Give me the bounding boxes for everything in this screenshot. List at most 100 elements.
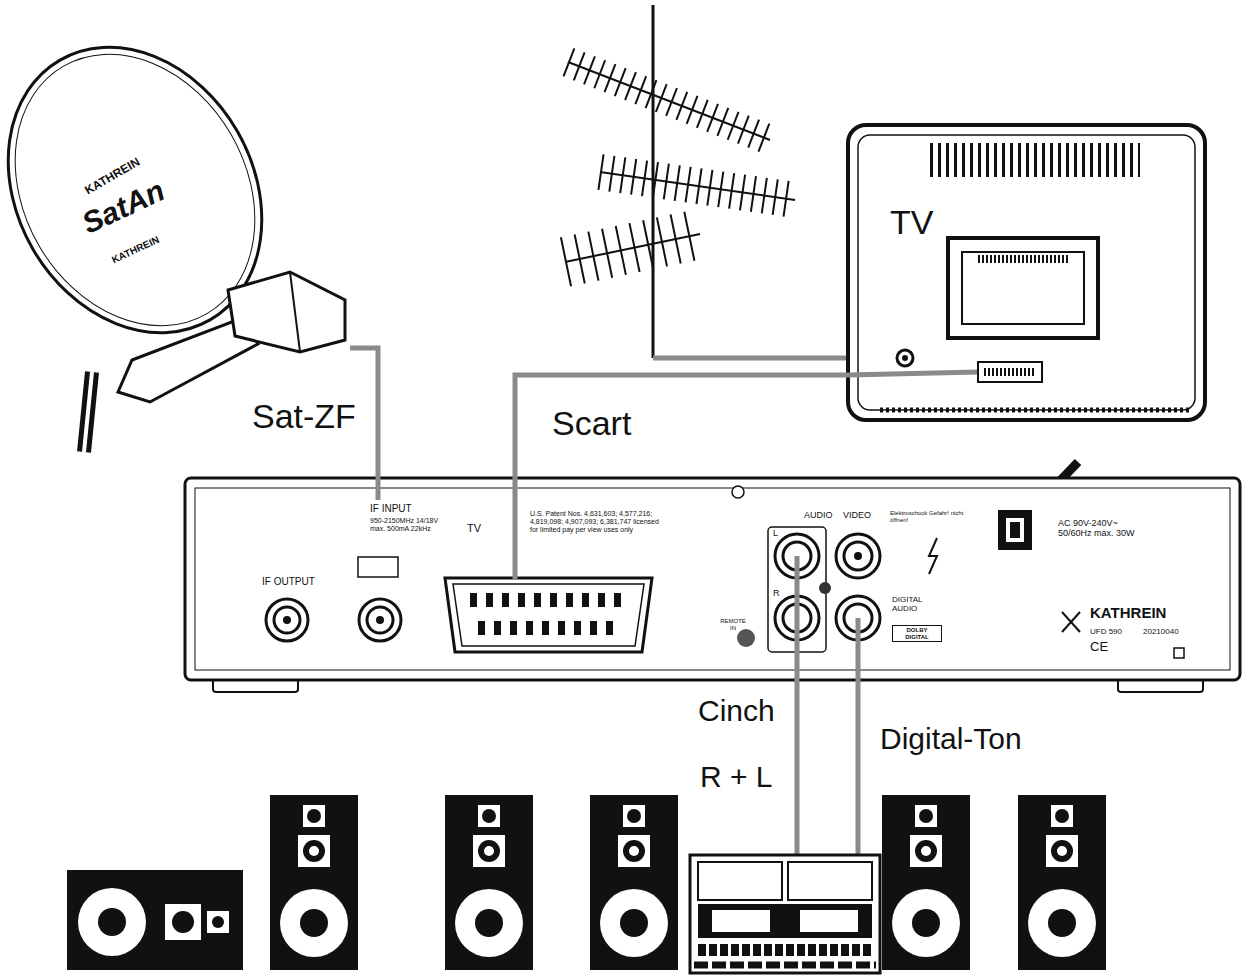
woofer	[78, 888, 146, 956]
power-socket-pins	[1010, 522, 1020, 538]
cassette-window	[712, 910, 770, 932]
tv-panel-vent	[978, 255, 1068, 263]
if-output-pin	[283, 616, 291, 624]
stereo-buttons	[698, 944, 872, 956]
port-label: IF INPUT	[370, 503, 412, 514]
tv-antenna-socket	[897, 350, 913, 366]
channel-label: L	[773, 528, 778, 538]
warning-note: Elektroschock Gefahr! nicht öffnen!	[890, 510, 972, 523]
port-label: DIGITAL AUDIO	[892, 596, 937, 614]
cassette-window	[800, 910, 858, 932]
receiver-panel: IF INPUT 950-2150MHz 14/18V max. 500mA 22…	[185, 478, 1240, 680]
tv-vent	[880, 408, 1190, 413]
power-socket	[998, 510, 1032, 550]
channel-label: R + L	[700, 760, 773, 793]
cinch-cable	[795, 556, 800, 858]
receiver-panel-edge	[195, 488, 1230, 670]
edge-label: Sat-ZF	[252, 398, 356, 435]
tv-rim	[858, 135, 1195, 410]
lightning-symbol	[929, 538, 937, 574]
remote-jack	[737, 629, 755, 647]
digital-audio-cable	[856, 618, 861, 858]
lnb-head	[228, 272, 345, 352]
antenna-mast	[652, 5, 655, 358]
yagi-elements	[600, 172, 795, 200]
brand-text: KATHREIN	[1090, 605, 1166, 622]
midrange	[172, 911, 194, 933]
receiver-notch	[732, 486, 744, 498]
tweeter-frame	[207, 911, 229, 933]
if-input-socket	[359, 599, 401, 641]
scart-pins	[470, 593, 630, 607]
port-label: AUDIO	[804, 510, 833, 520]
cable-label: Cinch	[698, 694, 775, 727]
power-socket-inner	[1006, 518, 1024, 542]
scart-cable-start	[513, 478, 518, 580]
speaker	[445, 795, 533, 970]
port-label: TV	[467, 522, 481, 534]
rca-socket	[836, 534, 880, 578]
center-speaker	[67, 870, 243, 970]
tv-scart-pins	[984, 368, 1036, 376]
yagi-elements	[568, 62, 770, 140]
rca-socket-inner	[844, 542, 872, 570]
scart-cable	[515, 375, 848, 478]
port-label: IF OUTPUT	[262, 576, 315, 587]
tv-scart-socket	[978, 362, 1042, 382]
scart-socket	[445, 578, 652, 652]
tv-antenna-pin	[902, 355, 908, 361]
channel-label: R	[773, 588, 780, 598]
weee-symbol	[1062, 612, 1080, 632]
edge-label: Scart	[552, 405, 631, 442]
dolby-logo: DOLBY DIGITAL	[892, 625, 942, 642]
scart-pins	[478, 621, 622, 635]
tv-vent	[930, 143, 1140, 177]
cassette-bay	[698, 904, 872, 938]
lnb-seam	[290, 272, 300, 352]
speaker	[590, 795, 678, 970]
tv-back-panel-inner	[962, 252, 1084, 324]
tv-set: TV	[848, 125, 1205, 420]
woofer-cap	[98, 908, 126, 936]
sat-cable-end	[376, 478, 381, 500]
yagi-boom	[568, 62, 770, 140]
patent-note: U.S. Patent Nos. 4,631,603; 4,577,216; 4…	[530, 510, 665, 533]
dish-pole	[84, 372, 92, 452]
tv-back-panel	[948, 238, 1098, 338]
speaker	[882, 795, 970, 970]
brand-text: KATHREIN	[110, 234, 161, 266]
ce-mark: CE	[1090, 640, 1108, 655]
dish-pole-highlight	[84, 372, 92, 452]
speaker	[270, 795, 358, 970]
rca-pin	[854, 552, 862, 560]
stereo-buttons	[694, 962, 876, 969]
ground-screw	[819, 582, 831, 594]
port-label: VIDEO	[843, 510, 871, 520]
receiver-body	[185, 478, 1240, 680]
weee-symbol	[1062, 612, 1080, 632]
logperiodic-boom	[565, 234, 700, 262]
power-spec: AC 90V-240V~ 50/60Hz max. 30W	[1058, 518, 1136, 538]
stereo-unit	[690, 855, 880, 973]
port-spec: 950-2150MHz 14/18V max. 500mA 22kHz	[370, 517, 442, 533]
tv-housing	[848, 125, 1205, 420]
yagi-boom	[600, 172, 795, 200]
midrange-frame	[165, 904, 201, 940]
device-label: TV	[890, 203, 933, 241]
class-ii-symbol	[1174, 648, 1184, 658]
if-output-socket-inner	[274, 607, 300, 633]
tweeter	[212, 916, 224, 928]
logperiodic-elements	[565, 234, 700, 262]
scart-cable-end	[848, 372, 978, 375]
article-number: 20210040	[1143, 628, 1179, 637]
scart-socket-inner	[453, 584, 644, 646]
speaker	[1018, 795, 1106, 970]
if-input-socket-inner	[367, 607, 393, 633]
model-number: UFD 590	[1090, 628, 1122, 637]
if-input-pin	[376, 616, 384, 624]
satellite-dish: KATHREINSatAnKATHREIN	[0, 30, 350, 370]
stereo-deck	[788, 862, 872, 900]
